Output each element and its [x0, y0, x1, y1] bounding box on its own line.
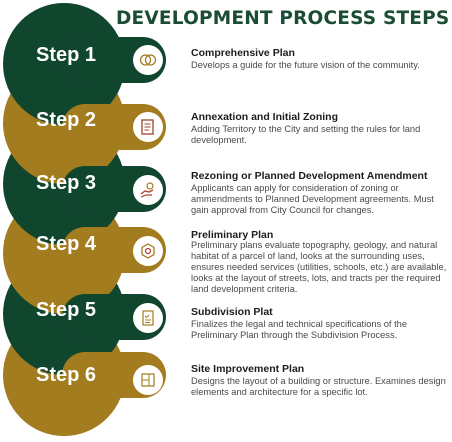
venn-circles-icon	[133, 45, 163, 75]
step-4-description: Preliminary plans evaluate topography, g…	[191, 240, 447, 294]
diagram-title: DEVELOPMENT PROCESS STEPS	[116, 8, 450, 29]
step-6-heading: Site Improvement Plan	[191, 363, 305, 375]
step-2-description: Adding Territory to the City and setting…	[191, 124, 421, 145]
step-1-label: Step 1	[36, 44, 97, 66]
step-3-label: Step 3	[36, 172, 97, 194]
step-1-description: Develops a guide for the future vision o…	[191, 60, 420, 70]
step-3-description: Applicants can apply for consideration o…	[191, 183, 434, 215]
step-3-heading: Rezoning or Planned Development Amendmen…	[191, 170, 428, 182]
step-4-heading: Preliminary Plan	[191, 229, 274, 241]
step-5-description: Finalizes the legal and technical specif…	[191, 319, 408, 340]
gear-hexagon-icon	[133, 236, 163, 266]
hand-coins-icon	[133, 175, 163, 205]
step-1-heading: Comprehensive Plan	[191, 47, 295, 59]
step-6-description: Designs the layout of a building or stru…	[191, 376, 446, 397]
step-6-label: Step 6	[36, 364, 97, 386]
blueprint-icon	[133, 365, 163, 395]
step-4-label: Step 4	[36, 233, 97, 255]
step-5-heading: Subdivision Plat	[191, 306, 273, 318]
step-2-label: Step 2	[36, 109, 97, 131]
checklist-icon	[133, 303, 163, 333]
step-5-label: Step 5	[36, 299, 97, 321]
document-clipboard-icon	[133, 112, 163, 142]
step-2-heading: Annexation and Initial Zoning	[191, 111, 338, 123]
